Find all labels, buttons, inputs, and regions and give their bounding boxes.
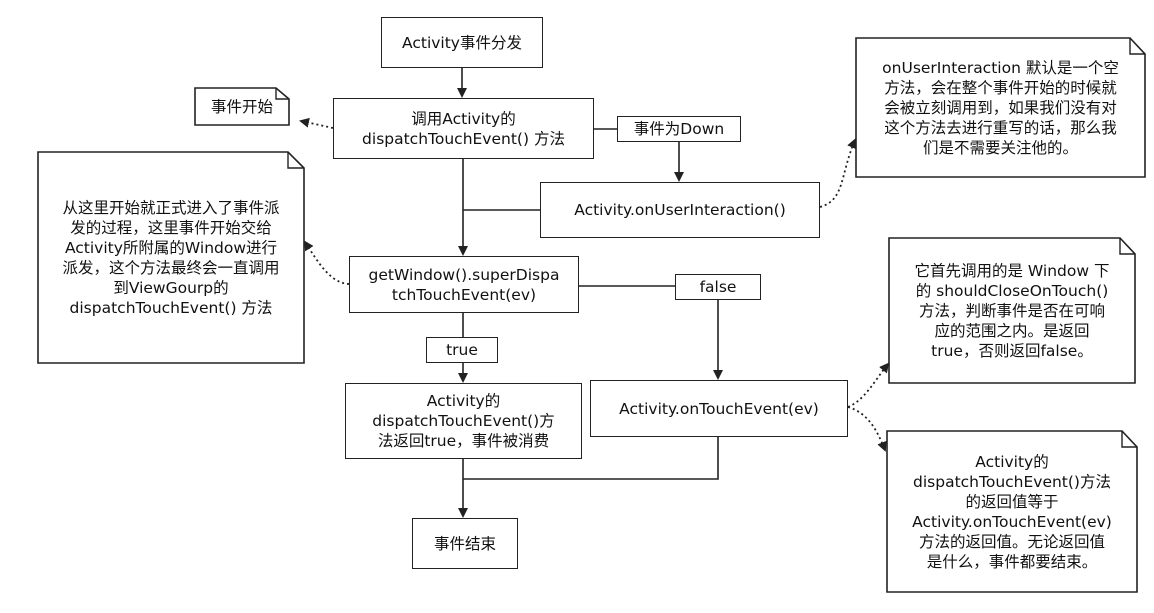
true-label: true — [426, 337, 498, 363]
note-shape-should-close — [888, 237, 1136, 384]
event-start-node: 事件开始 — [210, 97, 273, 116]
super-dispatch-node: getWindow().superDispa tchTouchEvent(ev) — [349, 256, 579, 313]
should-close-note: 它首先调用的是 Window 下 的 shouldCloseOnTouch() … — [914, 261, 1110, 360]
note-shape-user-interaction — [855, 37, 1146, 178]
user-interaction-note: onUserInteraction 默认是一个空 方法，会在整个事件开始的时候就… — [882, 58, 1119, 157]
call-dispatch-node: 调用Activity的 dispatchTouchEvent() 方法 — [333, 98, 594, 159]
return-value-note: Activity的 dispatchTouchEvent()方法 的返回值等于 … — [912, 452, 1112, 571]
event-down-label: 事件为Down — [617, 116, 741, 142]
user-interaction-node: Activity.onUserInteraction() — [540, 182, 820, 238]
false-label: false — [675, 274, 761, 300]
on-touch-event-node: Activity.onTouchEvent(ev) — [590, 380, 848, 437]
note-shape-event-start — [194, 87, 290, 126]
start-node: Activity事件分发 — [381, 17, 543, 68]
return-true-node: Activity的 dispatchTouchEvent()方 法返回true，… — [345, 383, 582, 459]
note-shape-return-value — [886, 430, 1138, 593]
note-shape-window-dispatch — [37, 151, 305, 364]
window-dispatch-note: 从这里开始就正式进入了事件派 发的过程，这里事件开始交给 Activity所附属… — [62, 198, 280, 317]
event-end-node: 事件结束 — [412, 518, 518, 569]
